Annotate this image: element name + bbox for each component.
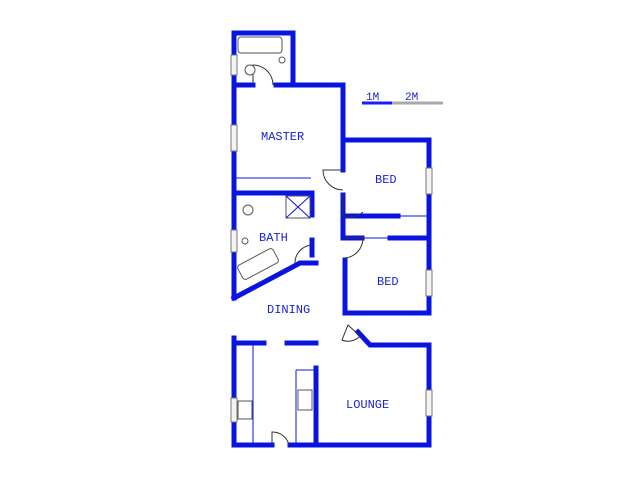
wall-bath-diagonal (230, 260, 319, 302)
wall-south-east (287, 328, 432, 448)
thin-lines (236, 177, 428, 443)
door-ensuite (252, 64, 274, 86)
room-label-bed-1: BED (375, 173, 397, 187)
room-label-master: MASTER (261, 130, 304, 144)
room-label-lounge: LOUNGE (346, 398, 389, 412)
toilet-ensuite-icon (244, 64, 256, 76)
window-kitchen (230, 397, 238, 423)
wall-west-lower (231, 335, 275, 448)
wall-north-east (231, 30, 432, 316)
wall-master-bath (231, 190, 315, 218)
window-bath (230, 229, 238, 253)
wall-bed-divider-b (340, 213, 365, 241)
door-entrance (271, 431, 290, 446)
fixtures (237, 36, 313, 420)
room-label-dining: DINING (267, 303, 310, 317)
bathtub-ensuite (237, 36, 283, 54)
shower-cross-2 (285, 195, 311, 219)
windows (230, 54, 433, 423)
room-label-bath: BATH (259, 231, 288, 245)
stove-icon (297, 389, 313, 411)
window-ensuite (230, 54, 238, 76)
toilet-bath-icon (242, 204, 254, 216)
basin-ensuite-icon (278, 56, 286, 64)
scale-bar: 1M 2M (362, 92, 443, 105)
window-lounge (425, 389, 433, 417)
room-labels: MASTER BED BATH BED DINING LOUNGE (259, 130, 399, 412)
door-lounge (341, 324, 361, 342)
bathtub-bath (237, 248, 279, 280)
room-label-bed-2: BED (377, 275, 399, 289)
door-bath (294, 244, 313, 264)
window-master (230, 124, 238, 152)
door-master (322, 169, 344, 191)
basin-bath-icon (241, 237, 249, 245)
scale-label-2m: 2M (405, 92, 418, 104)
door-bed-2 (343, 237, 364, 259)
door-bed-1 (342, 195, 364, 218)
window-bed-1 (425, 167, 433, 195)
doors (252, 64, 364, 446)
sink-icon (237, 400, 253, 420)
scale-label-1m: 1M (366, 92, 379, 104)
window-bed-2 (425, 269, 433, 297)
wall-bed-divider-a (340, 192, 401, 219)
